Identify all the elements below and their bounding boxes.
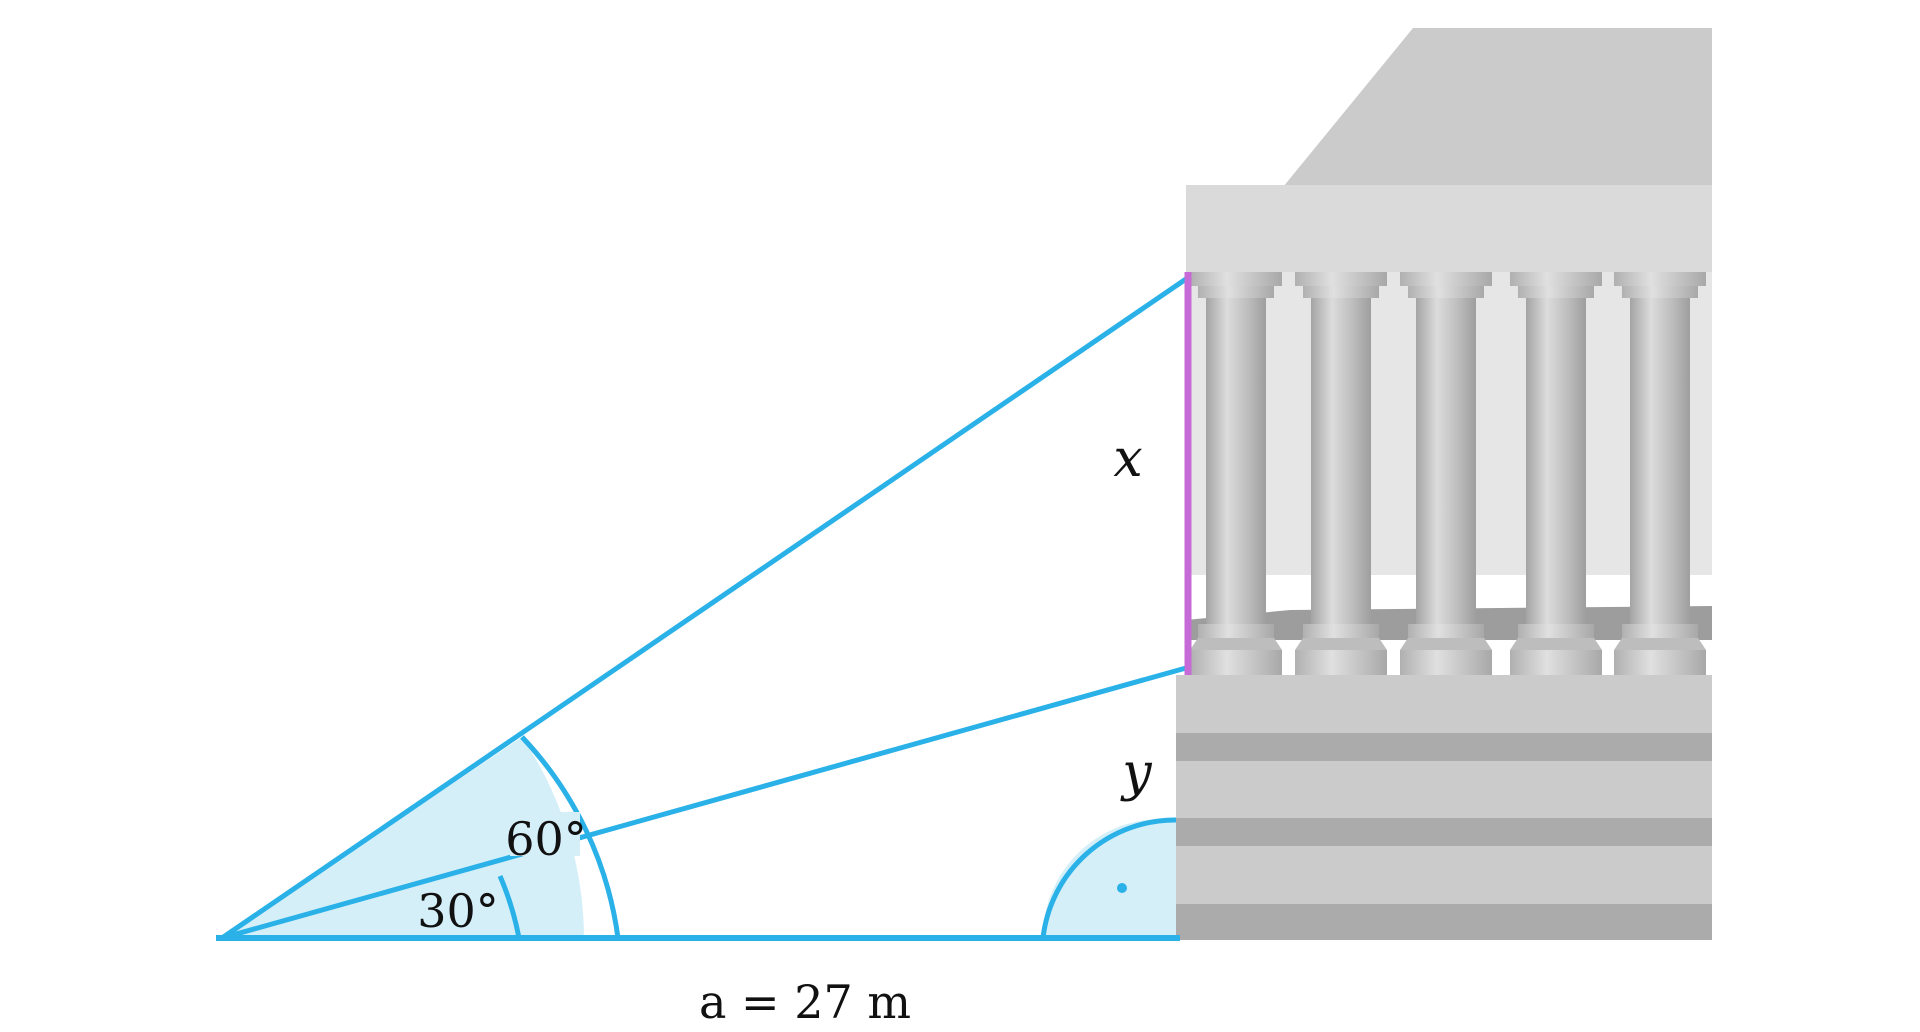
column-shaft: [1311, 298, 1371, 628]
column-shaft: [1206, 298, 1266, 628]
column-capital: [1518, 286, 1594, 298]
column-capital: [1198, 286, 1274, 298]
label-distance-a: a = 27 m: [699, 975, 911, 1029]
column-base: [1614, 638, 1706, 650]
column-shaft: [1630, 298, 1690, 628]
right-angle-sector: [1042, 819, 1176, 938]
angle-60-label-bg: [510, 812, 580, 856]
column-base: [1198, 624, 1274, 638]
temple-icon: [1176, 28, 1712, 940]
column-capital: [1408, 286, 1484, 298]
column-base: [1622, 624, 1698, 638]
column-capital: [1295, 272, 1387, 286]
column-base: [1295, 638, 1387, 650]
sightline-upper: [220, 276, 1188, 941]
column-capital: [1400, 272, 1492, 286]
column-plinth: [1510, 650, 1602, 675]
column-base: [1408, 624, 1484, 638]
column-base: [1190, 638, 1282, 650]
column-plinth: [1190, 650, 1282, 675]
label-x: x: [1113, 429, 1142, 489]
label-y: y: [1120, 743, 1152, 803]
column-capital: [1190, 272, 1282, 286]
temple-step-stripe: [1176, 904, 1712, 940]
label-angle-60: 60°: [505, 812, 587, 866]
column-capital: [1303, 286, 1379, 298]
angle-60-sector: [222, 737, 584, 938]
temple-entablature: [1186, 185, 1712, 272]
column-capital: [1622, 286, 1698, 298]
temple-step-stripe: [1176, 733, 1712, 761]
angle-60-arc: [520, 735, 621, 939]
column-plinth: [1614, 650, 1706, 675]
column-plinth: [1295, 650, 1387, 675]
column-capital: [1510, 272, 1602, 286]
temple-columns: [1190, 272, 1706, 675]
column-base: [1510, 638, 1602, 650]
temple-pediment: [1283, 28, 1712, 187]
sightline-lower: [221, 665, 1187, 941]
right-angle-dot-icon: [1117, 883, 1127, 893]
column-shaft: [1416, 298, 1476, 628]
column-base: [1518, 624, 1594, 638]
temple-step-stripe: [1176, 818, 1712, 846]
right-angle-arc: [1040, 817, 1177, 939]
column-base: [1400, 638, 1492, 650]
column-capital: [1614, 272, 1706, 286]
label-angle-30: 30°: [417, 884, 499, 938]
column-plinth: [1400, 650, 1492, 675]
temple-base: [1176, 675, 1712, 940]
column-base: [1303, 624, 1379, 638]
column-shaft: [1526, 298, 1586, 628]
